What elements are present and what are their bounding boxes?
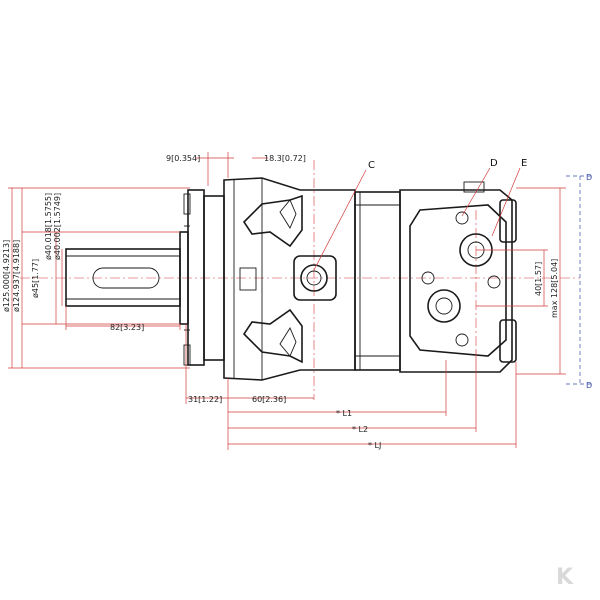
shaft-body — [65, 248, 181, 307]
label-e: E — [521, 158, 527, 169]
leader-e — [491, 167, 521, 237]
mount-hole-4 — [455, 333, 469, 347]
port-c-boss — [293, 255, 337, 301]
dim-height-128: max 128[5.04] — [550, 259, 559, 318]
bolt-top — [183, 193, 191, 215]
port-d-outer — [427, 289, 461, 323]
reference-label-d-top: D — [586, 173, 592, 182]
lower-rib-notch — [279, 327, 297, 357]
dim-len-60: 60[2.36] — [252, 395, 286, 404]
port-c-inner — [306, 270, 322, 286]
mount-hole-1 — [455, 211, 469, 225]
port-plate — [409, 204, 507, 357]
lower-rib — [242, 308, 303, 364]
dim-dia-40-018: ø40.018[1.5755] — [44, 193, 53, 260]
port-c-outer — [300, 264, 328, 292]
port-d-inner — [435, 297, 453, 315]
dim-l2: * L2 — [352, 425, 368, 434]
end-cover-body — [399, 189, 513, 373]
center-body — [354, 191, 401, 371]
gerotor-section — [354, 191, 401, 371]
dim-l3: * LJ — [368, 441, 381, 450]
dim-len-82: 82[3.23] — [110, 323, 144, 332]
mounting-flange — [187, 189, 205, 366]
brand-logo: K — [556, 565, 574, 590]
end-bolt-top — [499, 199, 517, 243]
mount-hole-2 — [487, 275, 501, 289]
upper-rib — [242, 194, 303, 248]
label-d: D — [490, 158, 498, 169]
dim-width-18: 18.3[0.72] — [264, 154, 306, 163]
shaft — [65, 248, 181, 307]
leader-d — [461, 167, 491, 217]
front-housing — [223, 177, 356, 381]
end-cover — [399, 181, 517, 373]
dim-len-31: 31[1.22] — [188, 395, 222, 404]
dim-dia-45: ø45[1.77] — [31, 259, 40, 298]
dim-l1: * L1 — [336, 409, 352, 418]
dim-width-9: 9[0.354] — [166, 154, 200, 163]
dim-height-40: 40[1.57] — [534, 262, 543, 296]
shaft-keyway — [92, 267, 160, 289]
annotations: 9[0.354] 18.3[0.72] ø125.000[4.9213] ø12… — [2, 154, 592, 450]
flange — [179, 189, 225, 366]
dimension-lines — [8, 152, 594, 450]
bolt-bottom — [183, 344, 191, 366]
top-plug — [463, 181, 485, 193]
dim-dia-125: ø125.000[4.9213] — [2, 240, 11, 312]
leader-c — [313, 169, 367, 271]
label-c: C — [368, 160, 375, 171]
mount-hole-3 — [421, 271, 435, 285]
housing-window — [239, 267, 257, 291]
upper-rib-notch — [279, 199, 297, 229]
dim-dia-124: ø124.937[4.9188] — [12, 240, 21, 312]
logo-mark: K — [556, 565, 574, 590]
reference-label-d-bottom: D — [586, 381, 592, 390]
end-bolt-bottom — [499, 319, 517, 363]
dim-dia-40-002: ø40.002[1.5749] — [53, 193, 62, 260]
